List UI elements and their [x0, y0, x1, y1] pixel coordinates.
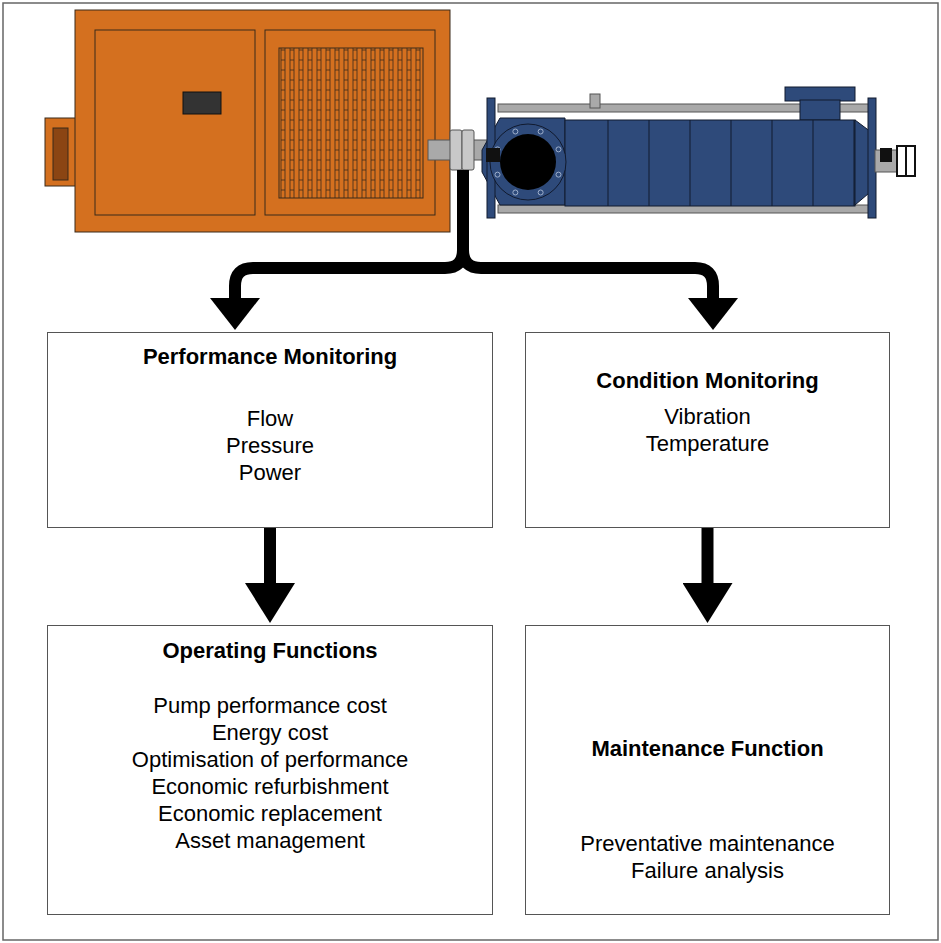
flow-arrow [264, 528, 276, 591]
list-item: Economic refurbishment [151, 773, 388, 800]
list-item: Optimisation of performance [132, 746, 408, 773]
flow-arrow [702, 528, 714, 591]
box-heading: Maintenance Function [591, 735, 823, 763]
operating-box: Operating FunctionsPump performance cost… [47, 625, 493, 915]
list-item: Asset management [175, 827, 365, 854]
list-item: Preventative maintenance [580, 830, 834, 857]
box-heading: Operating Functions [162, 637, 377, 665]
split-bracket [210, 170, 738, 330]
box-heading: Condition Monitoring [596, 367, 818, 395]
list-item: Energy cost [212, 719, 328, 746]
list-item: Power [239, 459, 301, 486]
box-heading: Performance Monitoring [143, 343, 397, 371]
list-item: Economic replacement [158, 800, 382, 827]
frame-border [3, 3, 938, 940]
condition-box: Condition MonitoringVibrationTemperature [525, 332, 890, 528]
list-item: Temperature [646, 430, 770, 457]
multistage-pump [482, 87, 915, 218]
motor [45, 10, 450, 232]
coupling [428, 130, 488, 170]
performance-box: Performance MonitoringFlowPressurePower [47, 332, 493, 528]
list-item: Pressure [226, 432, 314, 459]
list-item: Vibration [664, 403, 750, 430]
list-item: Pump performance cost [153, 692, 387, 719]
list-item: Failure analysis [631, 857, 784, 884]
list-item: Flow [247, 405, 293, 432]
maintenance-box: Maintenance FunctionPreventative mainten… [525, 625, 890, 915]
